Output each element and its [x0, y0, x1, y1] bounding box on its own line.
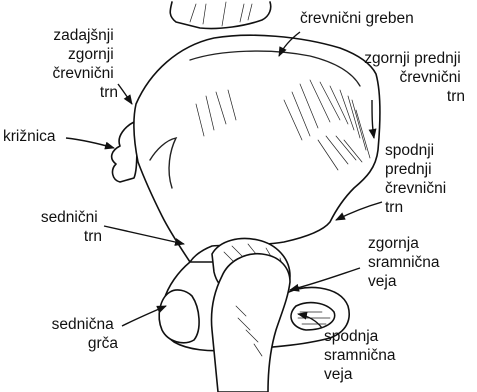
vertebra-fragment: [170, 2, 271, 29]
label-kriznica: križnica: [3, 128, 56, 145]
arrow-zgornja-veja: [290, 268, 360, 290]
label-spodnji-prednji-crevnicni-trn: spodnji prednji črevnični trn: [385, 142, 450, 216]
label-spodnja-sramnicna-veja: spodnja sramnična veja: [324, 328, 400, 383]
label-sednicni-trn: sednični trn: [41, 209, 102, 245]
femur: [211, 254, 290, 392]
label-zadajsnji-zgornji-crevnicni-trn: zadajšnji zgornji črevnični trn: [53, 27, 118, 101]
arrow-spodnji-prednji-trn: [336, 202, 382, 220]
label-sednicna-grca: sednična grča: [52, 316, 119, 352]
arrow-zadajsnji-trn: [118, 84, 132, 104]
arrow-kriznica: [66, 138, 114, 148]
label-zgornja-sramnicna-veja: zgornja sramnična veja: [368, 235, 444, 290]
label-crevnicni-greben: črevnični greben: [300, 10, 414, 27]
ischial-tuberosity: [159, 290, 199, 343]
